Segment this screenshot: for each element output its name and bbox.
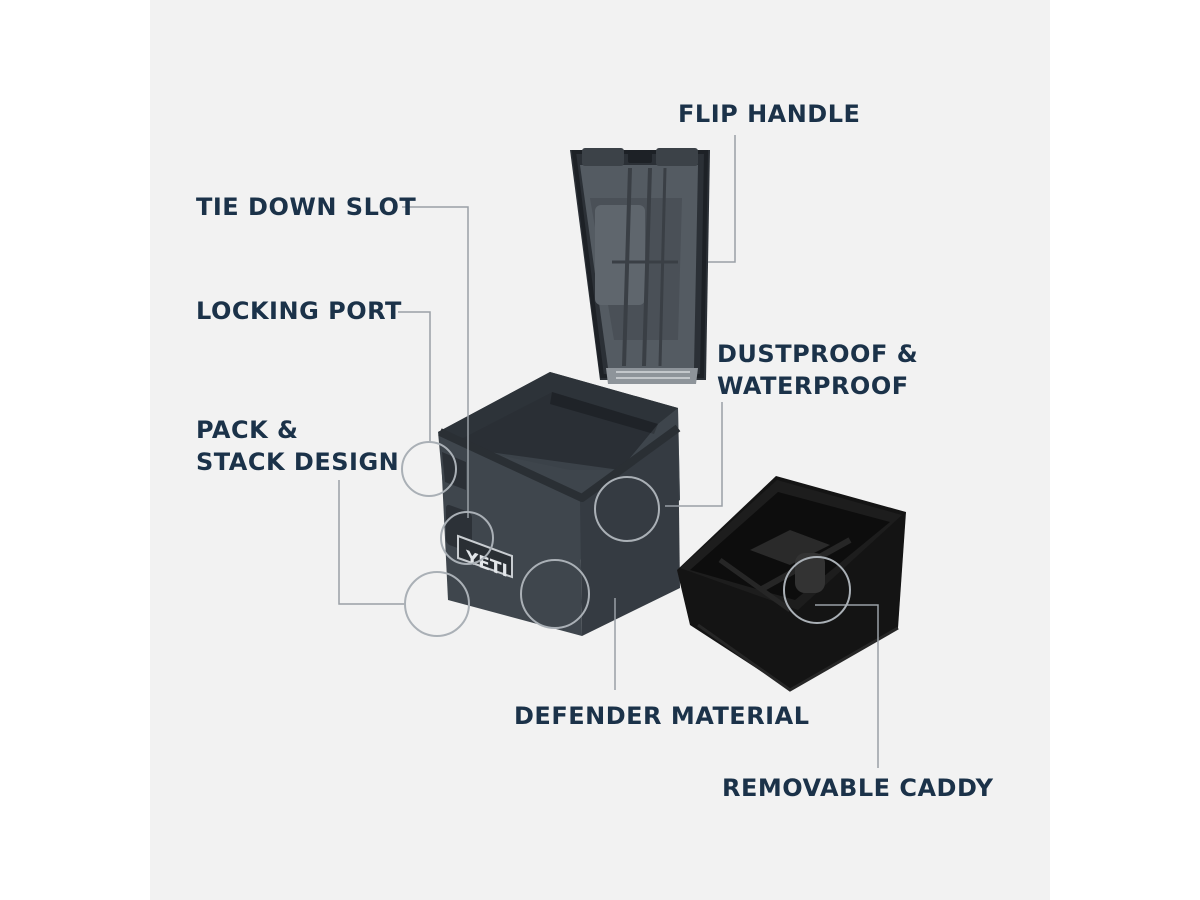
callout-dustproof-waterproof: DUSTPROOF & WATERPROOF (717, 338, 918, 402)
callout-text-line2: STACK DESIGN (196, 448, 400, 476)
callout-locking-port: LOCKING PORT (196, 295, 402, 327)
leader-lines (338, 135, 879, 768)
callout-tie-down-slot: TIE DOWN SLOT (196, 191, 416, 223)
circle-defender-material (520, 559, 590, 629)
callout-defender-material: DEFENDER MATERIAL (514, 700, 809, 732)
circle-tie-down-slot (440, 511, 494, 565)
callout-pack-stack-design: PACK & STACK DESIGN (196, 414, 399, 478)
circle-dustproof (594, 476, 660, 542)
leader-tie-down-slot (402, 206, 469, 518)
circle-locking-port (401, 441, 457, 497)
callout-text-line1: DUSTPROOF & (717, 340, 919, 368)
leader-dustproof (665, 402, 723, 507)
circle-removable-caddy (783, 556, 851, 624)
leader-pack-stack (338, 480, 405, 605)
callout-removable-caddy: REMOVABLE CADDY (722, 772, 994, 804)
callout-text: TIE DOWN SLOT (196, 193, 417, 221)
circle-pack-stack (404, 571, 470, 637)
callout-text: DEFENDER MATERIAL (514, 702, 810, 730)
callout-text: LOCKING PORT (196, 297, 402, 325)
cooler-lid (570, 148, 710, 384)
product-infographic: YETI (150, 0, 1050, 900)
cooler-body: YETI (438, 372, 681, 636)
removable-caddy (677, 476, 906, 692)
callout-flip-handle: FLIP HANDLE (678, 98, 860, 130)
callout-text-line1: PACK & (196, 416, 299, 444)
highlight-circles (401, 441, 851, 637)
leader-flip-handle (708, 135, 736, 263)
callout-text: FLIP HANDLE (678, 100, 861, 128)
callout-text: REMOVABLE CADDY (722, 774, 994, 802)
leader-removable-caddy (815, 604, 879, 768)
callout-text-line2: WATERPROOF (717, 372, 909, 400)
leader-locking-port (398, 311, 431, 442)
product-illustration: YETI (338, 135, 906, 768)
